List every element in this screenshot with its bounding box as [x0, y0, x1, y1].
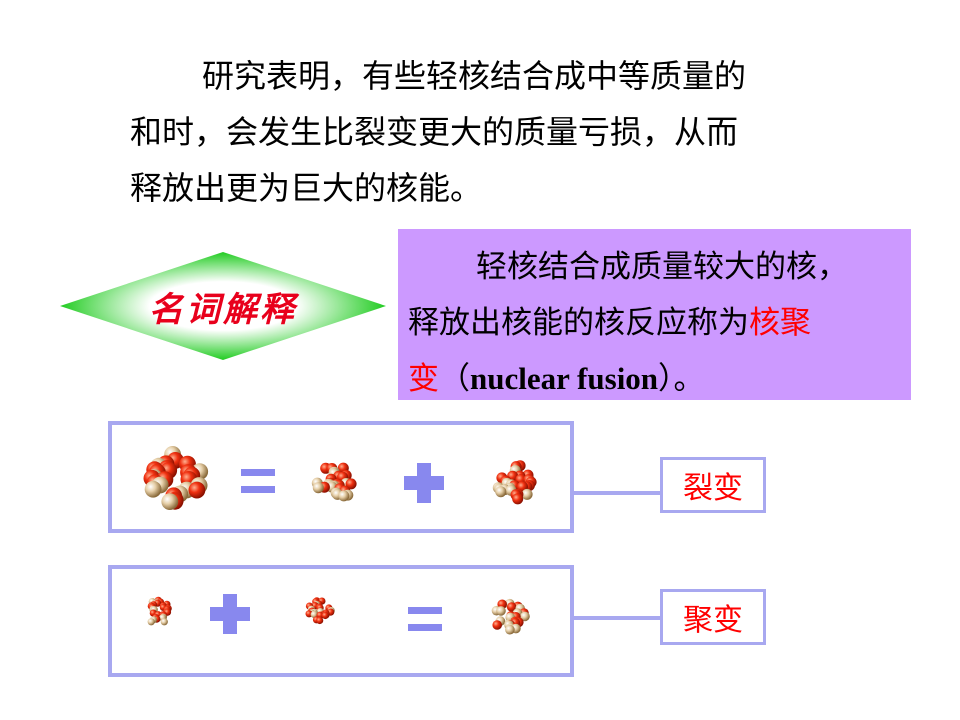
definition-paren-open: （: [439, 361, 470, 397]
intro-line-3: 释放出更为巨大的核能。: [130, 169, 483, 207]
definition-english-term: nuclear fusion: [470, 361, 659, 396]
plus-icon: [210, 594, 250, 634]
intro-line-2: 和时，会发生比裂变更大的质量亏损，从而: [130, 113, 739, 151]
medium-nucleus-icon: [491, 598, 530, 635]
plus-icon: [404, 463, 444, 503]
definition-line-2: 释放出核能的核反应称为: [408, 305, 749, 341]
intro-paragraph: 研究表明，有些轻核结合成中等质量的 和时，会发生比裂变更大的质量亏损，从而 释放…: [130, 48, 850, 216]
definition-box: 轻核结合成质量较大的核， 释放出核能的核反应称为核聚 变（nuclear fus…: [398, 229, 911, 400]
fusion-connector-line: [574, 616, 660, 620]
definition-paren-close: ）。: [658, 361, 705, 397]
small-nucleus-icon: [305, 597, 335, 625]
large-nucleus-icon: [143, 446, 209, 510]
equals-icon: [241, 469, 275, 493]
definition-line-1: 轻核结合成质量较大的核，: [476, 249, 848, 285]
medium-nucleus-icon: [311, 462, 357, 502]
equals-icon: [408, 607, 442, 631]
fusion-label-box: 聚变: [660, 589, 766, 645]
fission-connector-line: [574, 491, 660, 495]
medium-nucleus-icon: [492, 460, 537, 505]
intro-line-1: 研究表明，有些轻核结合成中等质量的: [202, 57, 747, 95]
term-badge-diamond: [60, 252, 386, 360]
definition-highlight-1: 核聚: [749, 305, 811, 341]
definition-highlight-2: 变: [408, 361, 439, 397]
fusion-label: 聚变: [683, 603, 743, 638]
term-badge-label: 名词解释: [149, 289, 297, 330]
fission-label-box: 裂变: [660, 457, 766, 513]
fission-label: 裂变: [683, 471, 743, 506]
small-nucleus-icon: [147, 596, 172, 626]
